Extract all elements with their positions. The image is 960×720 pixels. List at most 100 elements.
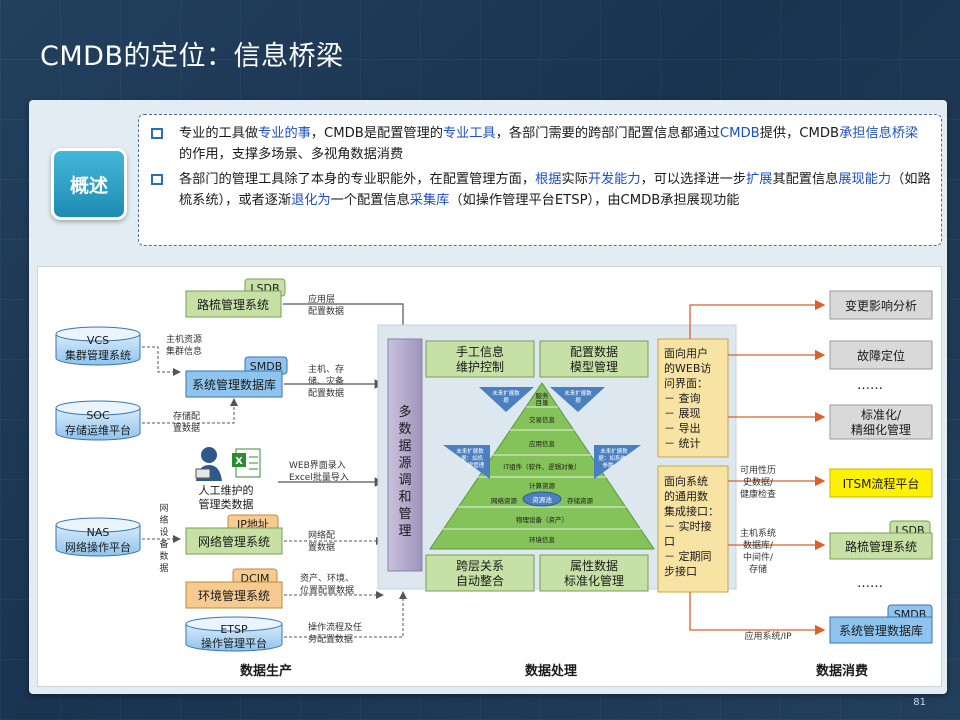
body-text: 提供，CMDB [759, 126, 840, 141]
ext-ml-3: 房管理 [468, 461, 485, 469]
cmdb-diagram: LSDB 路梳管理系统 应用层 配置数据 VCS 集群管理系统 主机资源 集群信… [37, 266, 942, 687]
route-c-system-box [829, 532, 933, 560]
ext-mid-left [443, 445, 490, 479]
sys-api-line3: 集成接口： [664, 504, 719, 518]
sys-db-box [185, 370, 283, 398]
body-text: 专业的工具做 [179, 126, 259, 141]
hub-label-char: 源 [398, 456, 411, 471]
itsm-note-line1: 可用性历 [740, 464, 776, 476]
sysdb-c-label: 系统管理数据库 [839, 623, 923, 638]
route-system-label: 路梳管理系统 [197, 297, 269, 312]
pyr-net: 网络资源 [491, 496, 518, 505]
etsp-note-line2: 务配置数据 [308, 633, 353, 645]
route-c-note-line3: 中间件/ [743, 551, 774, 563]
hub-label-char: 理 [398, 524, 411, 539]
overview-bullet-text: 各部门的管理工具除了本身的专业职能外，在配置管理方面，根据实际开发能力，可以选择… [179, 169, 931, 211]
resource-pool [522, 491, 562, 507]
vcs-label-1: VCS [87, 334, 109, 347]
smdb-tag-label: SMDB [250, 360, 283, 373]
ext-tl-2: 据 [503, 396, 509, 404]
highlight-text: 开发能力 [587, 172, 641, 187]
cmdb-diagram-svg: LSDB 路梳管理系统 应用层 配置数据 VCS 集群管理系统 主机资源 集群信… [55, 278, 933, 679]
sys-api-line6: － 定期同 [664, 549, 712, 563]
ext-tr-2: 据 [575, 396, 581, 404]
route-note-line2: 配置数据 [308, 305, 344, 317]
itsm-note-line3: 健康检查 [740, 488, 776, 500]
change-impact-box [829, 290, 933, 320]
highlight-text: 展现能力 [838, 172, 892, 187]
footer-process: 数据处理 [525, 663, 577, 679]
change-impact-label: 变更影响分析 [845, 298, 917, 313]
route-system-box [185, 290, 282, 318]
attr-std-box [539, 554, 649, 592]
itsm-note-line2: 史数据/ [743, 476, 774, 488]
nas-note-char: 备 [159, 538, 168, 550]
sys-api-line7: 步接口 [664, 565, 697, 578]
pyr-txn: 交易信息 [529, 415, 556, 424]
body-text: 实际 [561, 172, 588, 187]
sys-note-line1: 主机、存 [308, 363, 344, 375]
ext-top-right [550, 387, 605, 412]
hub-label-char: 和 [398, 490, 411, 505]
hub-label-char: 数 [398, 422, 411, 437]
consumers-group: 变更影响分析 故障定位 …… 标准化/ 精细化管理 可用性历 史数据/ 健康检查… [689, 290, 933, 644]
attr-std-line2: 标准化管理 [564, 573, 624, 588]
arrow-to-change [689, 299, 826, 339]
ext-tr-1: 未来扩展数 [564, 389, 592, 397]
config-pyramid: 服务 目录 交易信息 应用信息 IT组件（软件、逻辑对象） 计算资源 资源池 网… [429, 382, 655, 550]
itsm-platform-label: ITSM流程平台 [843, 476, 920, 491]
overview-bullet-2: 各部门的管理工具除了本身的专业职能外，在配置管理方面，根据实际开发能力，可以选择… [151, 169, 931, 211]
manual-label-2: 管理类数据 [199, 497, 254, 511]
body-text: 各部门的管理工具除了本身的专业职能外，在配置管理方面， [179, 172, 536, 187]
page-number: 81 [913, 697, 926, 708]
soc-note-line1: 存储配 [173, 410, 200, 422]
etsp-cylinder [185, 616, 283, 652]
pyr-services-2: 目录 [536, 399, 550, 407]
sysdb-c-note: 应用系统/IP [744, 630, 792, 642]
hub-label-char: 管 [398, 507, 411, 522]
highlight-text: CMDB [719, 126, 760, 141]
vcs-cylinder [55, 326, 141, 366]
footer-consume: 数据消费 [816, 663, 868, 679]
footer-produce: 数据生产 [240, 663, 292, 679]
ext-mr-1: 未来扩展数 [600, 447, 628, 455]
sys-note-line3: 配置数据 [308, 387, 344, 399]
hub-label-char: 多 [398, 404, 411, 420]
manual-ctrl-line2: 维护控制 [456, 360, 504, 374]
arrow-soc-to-sysdb [142, 398, 238, 424]
net-system-label: 网络管理系统 [198, 534, 270, 549]
overview-box: 专业的工具做专业的事，CMDB是配置管理的专业工具，各部门需要的跨部门配置信息都… [138, 114, 942, 246]
soc-note-line2: 置数据 [173, 422, 200, 434]
route-note-line1: 应用层 [308, 293, 335, 305]
nas-note-char: 据 [159, 562, 168, 574]
overview-bullet-1: 专业的工具做专业的事，CMDB是配置管理的专业工具，各部门需要的跨部门配置信息都… [151, 123, 931, 165]
arrow-vcs-to-sysdb [142, 346, 181, 376]
body-text: ，可以选择进一步 [640, 172, 747, 187]
net-note-line2: 置数据 [308, 541, 335, 553]
net-system-box [185, 527, 283, 555]
fault-locate-box [829, 340, 933, 370]
cross-layer-line1: 跨层关系 [456, 559, 504, 573]
highlight-text: 扩展 [746, 172, 773, 187]
standardize-box [829, 404, 933, 440]
person-icon [195, 447, 222, 481]
route-c-system-label: 路梳管理系统 [845, 539, 917, 554]
model-mgmt-line2: 模型管理 [570, 359, 618, 374]
standardize-line1: 标准化/ [861, 408, 902, 422]
nas-note-char: 络 [159, 514, 168, 526]
sys-note-line2: 储、灾备 [308, 375, 344, 387]
soc-cylinder [55, 400, 141, 441]
processing-group: 多 数 据 源 调 和 管 理 手工信息 维护控制 配置数据 模型管理 服务 目… [377, 324, 737, 593]
pyr-env: 环境信息 [529, 535, 556, 544]
highlight-text: 专业的事 [258, 126, 311, 141]
user-web-line7: － 统计 [664, 437, 701, 450]
body-text: （如路梳系统），或者逐渐 [179, 172, 931, 208]
manual-ctrl-box [425, 340, 535, 378]
user-web-line4: － 查询 [664, 391, 701, 405]
vcs-note-line1: 主机资源 [166, 333, 202, 345]
hub-bar [387, 338, 423, 572]
sysdb-c-box [829, 616, 933, 644]
user-web-line6: － 导出 [664, 421, 701, 435]
sys-db-label: 系统管理数据库 [192, 377, 276, 392]
ext-tl-1: 未来扩展数 [492, 389, 520, 397]
